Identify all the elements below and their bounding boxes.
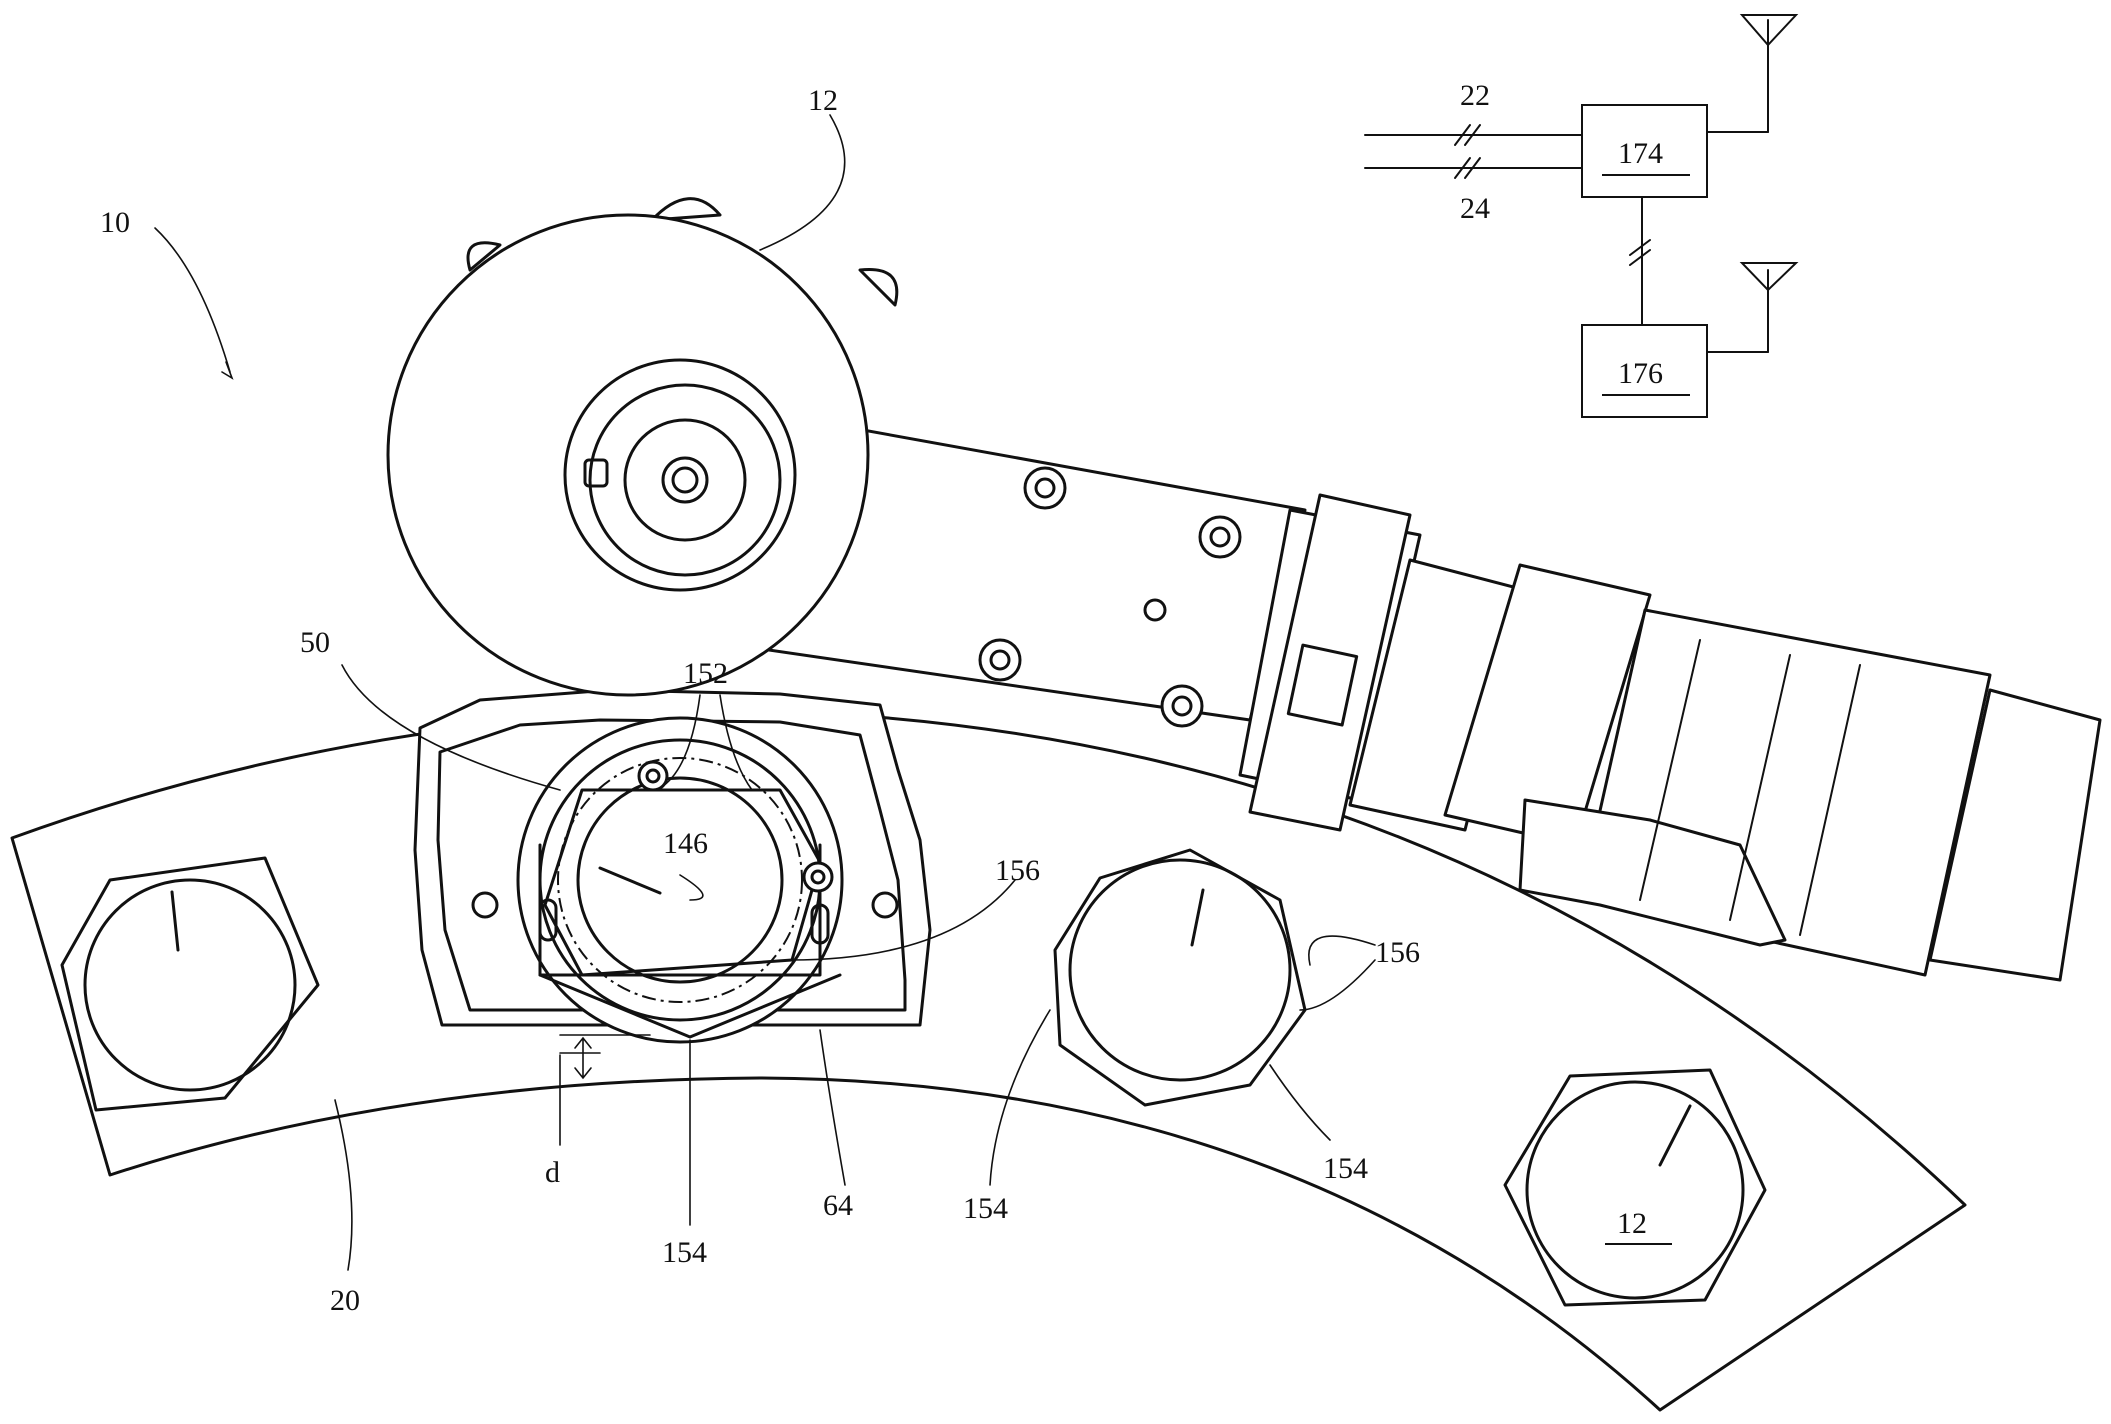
hex-nut-middle — [1053, 848, 1307, 1107]
label-drive: 146 — [663, 827, 708, 860]
label-corner-c: 154 — [1323, 1152, 1368, 1185]
hex-nut-bottom — [1503, 1068, 1767, 1307]
label-nut: 12 — [1617, 1207, 1647, 1240]
label-assembly: 10 — [100, 206, 130, 239]
label-face-b: 156 — [1375, 936, 1420, 969]
reference-labels: 10 12 50 152 146 156 156 d 154 64 154 15… — [100, 79, 1690, 1317]
label-corner-d: d — [545, 1156, 560, 1189]
remote-box — [1581, 324, 1708, 418]
label-corner-a: 154 — [662, 1236, 707, 1269]
antenna-icon — [1739, 14, 1799, 47]
label-remote: 176 — [1618, 357, 1663, 390]
label-corner-b: 154 — [963, 1192, 1008, 1225]
label-flange: 20 — [330, 1284, 360, 1317]
leader-lines — [154, 114, 1376, 1271]
label-controller: 174 — [1618, 137, 1663, 170]
label-face-a: 156 — [995, 854, 1040, 887]
motor-assembly — [1238, 493, 2102, 982]
socket-housing — [413, 688, 932, 1044]
label-line-b: 24 — [1460, 192, 1490, 225]
hex-nut-left — [60, 856, 320, 1112]
control-schematic — [1364, 14, 1799, 418]
label-tool-top: 12 — [808, 84, 838, 117]
tool-body — [386, 197, 1307, 728]
label-flats: 152 — [683, 657, 728, 690]
label-line-a: 22 — [1460, 79, 1490, 112]
label-reaction-arm: 50 — [300, 626, 330, 659]
controller-box — [1581, 104, 1708, 198]
label-socket: 64 — [823, 1189, 853, 1222]
antenna-icon — [1739, 262, 1799, 292]
